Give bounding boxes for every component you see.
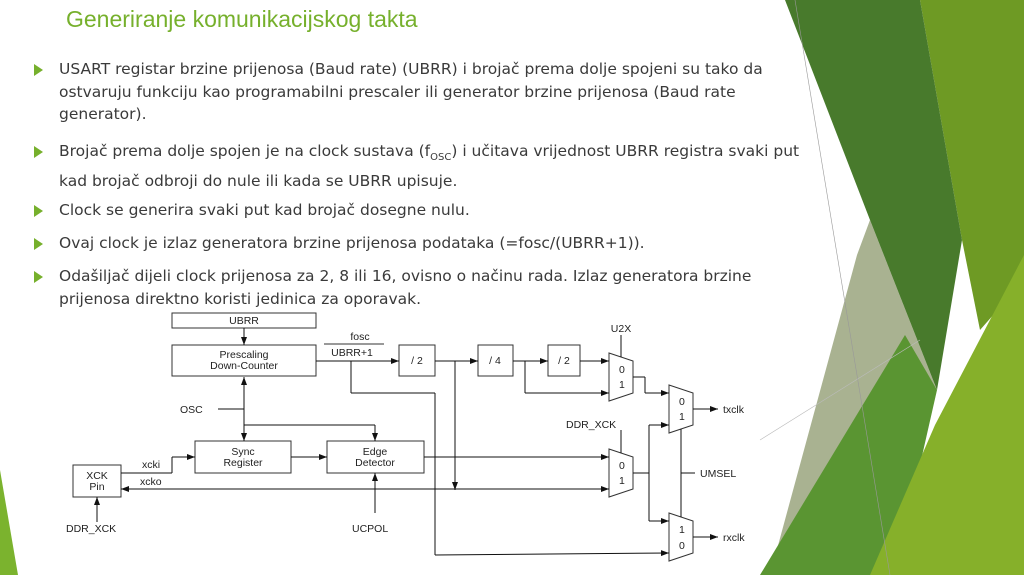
- bullet-item: Ovaj clock je izlaz generatora brzine pr…: [34, 232, 814, 255]
- label-sync: Sync: [231, 446, 254, 458]
- bullet-text: Odašiljač dijeli clock prijenosa za 2, 8…: [59, 267, 752, 308]
- label-rxclk: rxclk: [723, 532, 745, 544]
- bullet-arrow-icon: [34, 146, 43, 158]
- label-xck: Pin: [89, 481, 104, 493]
- mux-ddr: [608, 448, 634, 498]
- mux-input-label: 1: [679, 524, 685, 536]
- bullet-text: USART registar brzine prijenosa (Baud ra…: [59, 60, 763, 123]
- label-u2x: U2X: [611, 323, 631, 335]
- bullet-arrow-icon: [34, 64, 43, 76]
- mux-input-label: 1: [679, 411, 685, 423]
- label-div2: / 2: [411, 355, 423, 367]
- label-ubrr-plus-1: UBRR+1: [331, 347, 373, 359]
- label-fosc: fosc: [350, 331, 369, 343]
- label-ucpol: UCPOL: [352, 523, 388, 535]
- label-sync: Register: [223, 457, 263, 469]
- mux-tx: [668, 384, 694, 434]
- label-edge: Edge: [363, 446, 388, 458]
- bullet-arrow-icon: [34, 238, 43, 250]
- mux-input-label: 0: [619, 460, 625, 472]
- mux-rx: [668, 512, 694, 562]
- bullet-arrow-icon: [34, 271, 43, 283]
- bullet-item: Clock se generira svaki put kad brojač d…: [34, 199, 814, 222]
- mux-input-label: 0: [619, 364, 625, 376]
- label-txclk: txclk: [723, 404, 745, 416]
- mux-input-label: 0: [679, 396, 685, 408]
- bullet-item: USART registar brzine prijenosa (Baud ra…: [34, 58, 814, 126]
- slide-title: Generiranje komunikacijskog takta: [66, 6, 418, 32]
- bullet-item: Odašiljač dijeli clock prijenosa za 2, 8…: [34, 265, 814, 310]
- label-prescaler: Prescaling: [219, 349, 268, 361]
- label-prescaler: Down-Counter: [210, 360, 278, 372]
- mux-input-label: 1: [619, 379, 625, 391]
- label-div4: / 4: [489, 355, 501, 367]
- label-umsel: UMSEL: [700, 468, 736, 480]
- label-ubrr: UBRR: [229, 315, 259, 327]
- label-xck: XCK: [86, 470, 108, 482]
- bullet-item: Brojač prema dolje spojen je na clock su…: [34, 140, 814, 192]
- label-osc: OSC: [180, 404, 203, 416]
- subscript: OSC: [430, 152, 452, 164]
- label-ddr-xck: DDR_XCK: [66, 523, 116, 535]
- label-div2: / 2: [558, 355, 570, 367]
- label-ddr-xck: DDR_XCK: [566, 419, 616, 431]
- label-xcko: xcko: [140, 476, 162, 488]
- label-edge: Detector: [355, 457, 395, 469]
- mux-u2x: [608, 352, 634, 402]
- bullet-arrow-icon: [34, 205, 43, 217]
- bullet-text-part: Brojač prema dolje spojen je na clock su…: [59, 142, 431, 160]
- bullet-text-part: ) i učitava vrijednost UBRR registra sva…: [59, 142, 800, 190]
- label-xcki: xcki: [142, 459, 160, 471]
- bullet-text: Clock se generira svaki put kad brojač d…: [59, 201, 470, 219]
- bullet-text: Brojač prema dolje spojen je na clock su…: [59, 140, 814, 192]
- mux-input-label: 0: [679, 540, 685, 552]
- mux-input-label: 1: [619, 475, 625, 487]
- bullet-text: Ovaj clock je izlaz generatora brzine pr…: [59, 234, 645, 252]
